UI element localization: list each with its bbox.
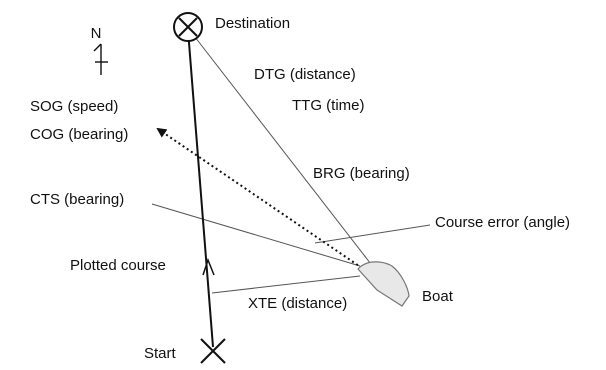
label-sog: SOG (speed) (30, 98, 118, 115)
north-arrow-head (93, 43, 102, 52)
xte-line (211, 275, 361, 294)
label-xte: XTE (distance) (248, 295, 347, 312)
label-cts: CTS (bearing) (30, 191, 124, 208)
course-error-leader (314, 224, 431, 244)
north-indicator: N (91, 25, 108, 75)
north-letter: N (91, 25, 102, 42)
label-cog: COG (bearing) (30, 126, 128, 143)
start-waypoint-icon (200, 338, 226, 364)
label-boat: Boat (422, 288, 454, 305)
cts-bearing-line (151, 203, 361, 267)
label-ttg: TTG (time) (292, 97, 365, 114)
label-dtg: DTG (distance) (254, 66, 356, 83)
label-brg: BRG (bearing) (313, 165, 410, 182)
label-course-error: Course error (angle) (435, 214, 570, 231)
plotted-course-line (187, 29, 214, 348)
plotted-course-arrow (202, 257, 215, 276)
brg-bearing-line (187, 27, 375, 269)
cog-arrow (156, 127, 363, 269)
destination-waypoint-icon (173, 12, 203, 42)
label-start: Start (144, 345, 177, 362)
label-plotted-course: Plotted course (70, 257, 166, 274)
boat-icon (357, 261, 410, 307)
label-destination: Destination (215, 15, 290, 32)
